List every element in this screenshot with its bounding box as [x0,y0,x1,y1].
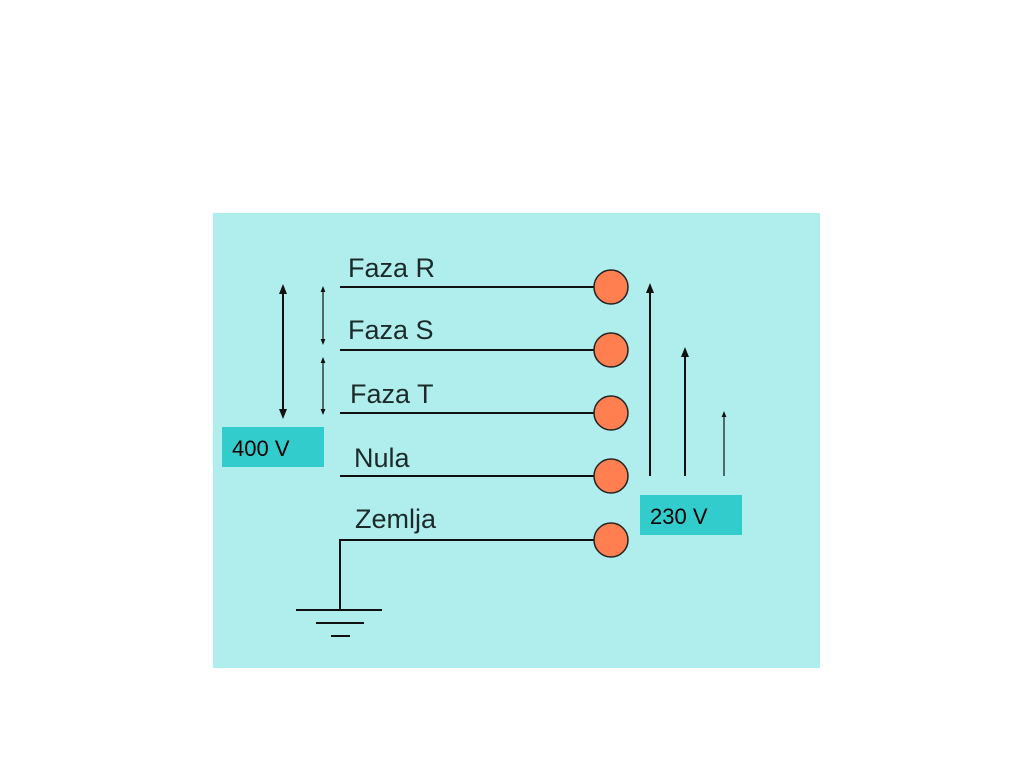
terminal-nula [593,458,629,494]
wiring-diagram: Faza R Faza S Faza T Nula Zemlja [222,253,742,637]
label-faza-s: Faza S [348,315,434,345]
wire-zemlja [339,539,595,610]
label-zemlja: Zemlja [355,504,437,534]
ground-icon [296,609,382,637]
voltage-label-230v: 230 V [650,504,708,529]
terminal-faza-s [593,332,629,368]
voltage-label-400v: 400 V [232,436,290,461]
label-nula: Nula [354,443,411,473]
label-faza-r: Faza R [348,253,435,283]
diagram-panel: Faza R Faza S Faza T Nula Zemlja [213,213,820,668]
terminal-faza-t [593,395,629,431]
terminal-zemlja [593,522,629,558]
terminal-faza-r [593,269,629,305]
voltage-badge-230v: 230 V [640,495,742,535]
label-faza-t: Faza T [350,379,434,409]
voltage-badge-400v: 400 V [222,427,324,467]
